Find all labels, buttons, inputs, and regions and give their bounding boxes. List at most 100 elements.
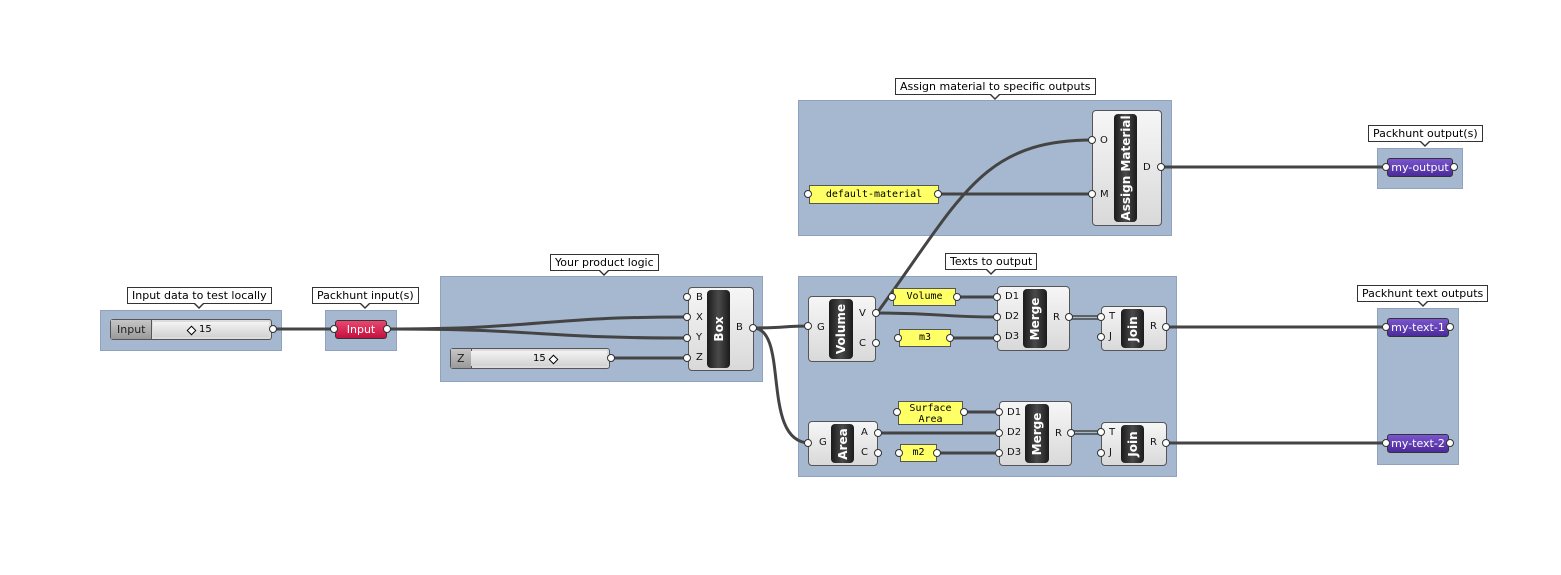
port-area-c[interactable] (874, 449, 882, 457)
join-component-2[interactable]: T J Join R (1101, 422, 1167, 466)
port-area-g[interactable] (804, 439, 812, 447)
port-box-out[interactable] (749, 324, 757, 332)
port-merge1-d3[interactable] (993, 334, 1001, 342)
slider-track[interactable] (153, 322, 269, 337)
port-assign-d[interactable] (1157, 163, 1165, 171)
port-box-b[interactable] (683, 293, 691, 301)
merge2-input-d3-label: D3 (1007, 447, 1022, 458)
merge2-title: Merge (1030, 412, 1044, 455)
box-output-b-label: B (736, 322, 743, 333)
area-title: Area (835, 427, 850, 460)
join2-output-r-label: R (1150, 437, 1157, 448)
port-volume-panel-out[interactable] (953, 293, 961, 301)
volume-text-panel[interactable]: Volume (893, 288, 956, 306)
port-join1-t[interactable] (1097, 313, 1105, 321)
port-merge1-d2[interactable] (993, 313, 1001, 321)
box-input-z-label: Z (696, 352, 703, 363)
join1-output-r-label: R (1150, 321, 1157, 332)
join2-title: Join (1125, 431, 1140, 457)
volume-component[interactable]: G Volume V C (808, 296, 876, 362)
port-join1-r[interactable] (1162, 323, 1170, 331)
port-box-z[interactable] (683, 354, 691, 362)
assign-material-component[interactable]: O M Assign Material D (1092, 110, 1162, 226)
port-merge1-r[interactable] (1065, 313, 1073, 321)
area-output-c-label: C (861, 447, 868, 458)
input-number-slider[interactable]: Input 15 (110, 319, 272, 340)
port-assign-m[interactable] (1088, 190, 1096, 198)
port-output-param-out[interactable] (1450, 163, 1458, 171)
port-merge2-d3[interactable] (995, 449, 1003, 457)
volume-title: Volume (834, 303, 848, 355)
port-output-param-in[interactable] (1382, 163, 1390, 171)
merge-component-2[interactable]: D1 D2 D3 Merge R (999, 401, 1072, 466)
port-input-param-out[interactable] (383, 325, 391, 333)
port-m3-out[interactable] (946, 334, 954, 342)
merge2-core: Merge (1025, 404, 1049, 463)
port-merge2-d1[interactable] (995, 408, 1003, 416)
surface-area-line-1: Surface (909, 403, 952, 414)
slider-label: Input (111, 320, 153, 339)
port-join1-j[interactable] (1097, 333, 1105, 341)
slider-track[interactable] (471, 351, 607, 366)
port-box-x[interactable] (683, 313, 691, 321)
join2-input-j-label: J (1109, 447, 1112, 458)
join-component-1[interactable]: T J Join R (1101, 306, 1167, 351)
port-m3-in[interactable] (894, 334, 902, 342)
surface-area-panel[interactable]: Surface Area (898, 401, 963, 425)
port-join2-t[interactable] (1097, 428, 1105, 436)
port-text2-in[interactable] (1382, 439, 1390, 447)
packhunt-text-output-1[interactable]: my-text-1 (1387, 318, 1449, 337)
slider-value: 15 (533, 353, 546, 364)
port-merge2-r[interactable] (1067, 429, 1075, 437)
z-number-slider[interactable]: Z 15 (450, 348, 610, 369)
area-component[interactable]: G Area A C (808, 421, 878, 466)
port-input-param-in[interactable] (330, 325, 338, 333)
port-text1-in[interactable] (1382, 323, 1390, 331)
port-z-slider-output[interactable] (607, 354, 615, 362)
port-text1-out[interactable] (1446, 323, 1454, 331)
packhunt-text-output-2[interactable]: my-text-2 (1387, 434, 1449, 453)
port-material-in[interactable] (804, 190, 812, 198)
port-slider-output[interactable] (269, 325, 277, 333)
group-label-packhunt-outputs: Packhunt output(s) (1368, 125, 1483, 147)
box-component[interactable]: B X Y Z Box B (688, 287, 754, 371)
slider-value: 15 (199, 324, 212, 335)
surface-area-line-2: Area (918, 414, 943, 425)
port-merge1-d1[interactable] (993, 293, 1001, 301)
material-panel[interactable]: default-material (809, 185, 939, 204)
assign-input-o-label: O (1100, 135, 1108, 146)
port-join2-r[interactable] (1162, 439, 1170, 447)
port-surface-area-in[interactable] (893, 408, 901, 416)
port-surface-area-out[interactable] (960, 408, 968, 416)
join1-core: Join (1121, 309, 1144, 348)
port-material-out[interactable] (934, 190, 942, 198)
m2-panel[interactable]: m2 (900, 444, 937, 462)
port-m2-in[interactable] (895, 449, 903, 457)
port-volume-g[interactable] (804, 322, 812, 330)
port-volume-c[interactable] (872, 339, 880, 347)
merge1-input-d2-label: D2 (1005, 311, 1020, 322)
port-volume-v[interactable] (872, 309, 880, 317)
m3-panel[interactable]: m3 (899, 329, 951, 347)
port-volume-panel-in[interactable] (888, 293, 896, 301)
area-core: Area (831, 424, 854, 463)
port-m2-out[interactable] (933, 449, 941, 457)
port-area-a[interactable] (874, 429, 882, 437)
slider-label: Z (451, 349, 472, 368)
assign-material-title: Assign Material (1118, 115, 1133, 221)
port-join2-j[interactable] (1097, 449, 1105, 457)
packhunt-input-param[interactable]: Input (335, 320, 387, 339)
port-merge2-d2[interactable] (995, 429, 1003, 437)
merge1-input-d1-label: D1 (1005, 291, 1020, 302)
merge-component-1[interactable]: D1 D2 D3 Merge R (997, 286, 1070, 351)
merge1-title: Merge (1028, 297, 1042, 340)
group-label-texts-to-output: Texts to output (945, 253, 1038, 275)
merge1-input-d3-label: D3 (1005, 331, 1020, 342)
group-label-packhunt-input: Packhunt input(s) (312, 287, 419, 309)
port-text2-out[interactable] (1446, 439, 1454, 447)
port-assign-o[interactable] (1088, 136, 1096, 144)
port-box-y[interactable] (683, 334, 691, 342)
box-input-y-label: Y (696, 332, 703, 343)
join2-core: Join (1121, 425, 1144, 463)
packhunt-output-param[interactable]: my-output (1387, 158, 1453, 177)
